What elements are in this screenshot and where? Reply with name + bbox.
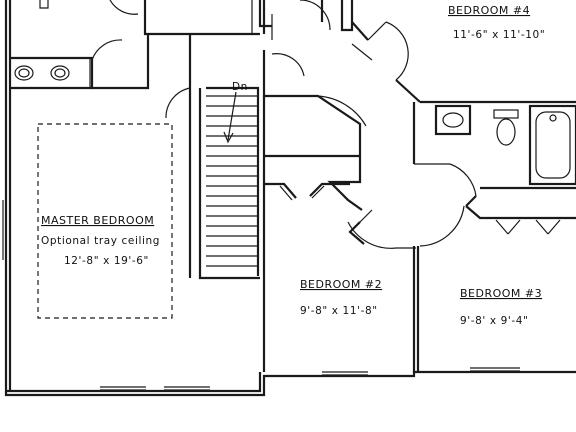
bathtub bbox=[528, 104, 576, 186]
bedroom3-name: BEDROOM #3 bbox=[460, 287, 542, 300]
sink-icon bbox=[442, 112, 464, 128]
master-bedroom-note: Optional tray ceiling bbox=[41, 235, 160, 247]
tray-ceiling-outline bbox=[37, 123, 173, 319]
stair-direction-label: Dn bbox=[232, 81, 248, 93]
bedroom4-dims: 11'-6" x 11'-10" bbox=[453, 29, 545, 41]
toilet-tank bbox=[493, 109, 519, 119]
hall-bath bbox=[434, 104, 576, 186]
upper-walls bbox=[39, 0, 576, 164]
hall-walls bbox=[262, 50, 576, 372]
master-bedroom-name: MASTER BEDROOM bbox=[41, 214, 154, 227]
bedroom2-name: BEDROOM #2 bbox=[300, 278, 382, 291]
stair-arrow bbox=[227, 91, 237, 141]
sink-counter bbox=[434, 104, 472, 136]
bedroom4-name: BEDROOM #4 bbox=[448, 4, 530, 17]
windows bbox=[2, 200, 520, 391]
master-bedroom bbox=[37, 76, 260, 319]
stairs bbox=[206, 86, 260, 276]
toilet-icon bbox=[496, 118, 516, 146]
master-vanity bbox=[10, 39, 150, 90]
bedroom3-dims: 9'-8' x 9'-4" bbox=[460, 315, 528, 327]
master-bedroom-dims: 12'-8" x 19'-6" bbox=[64, 255, 149, 267]
bedroom2-dims: 9'-8" x 11'-8" bbox=[300, 305, 378, 317]
